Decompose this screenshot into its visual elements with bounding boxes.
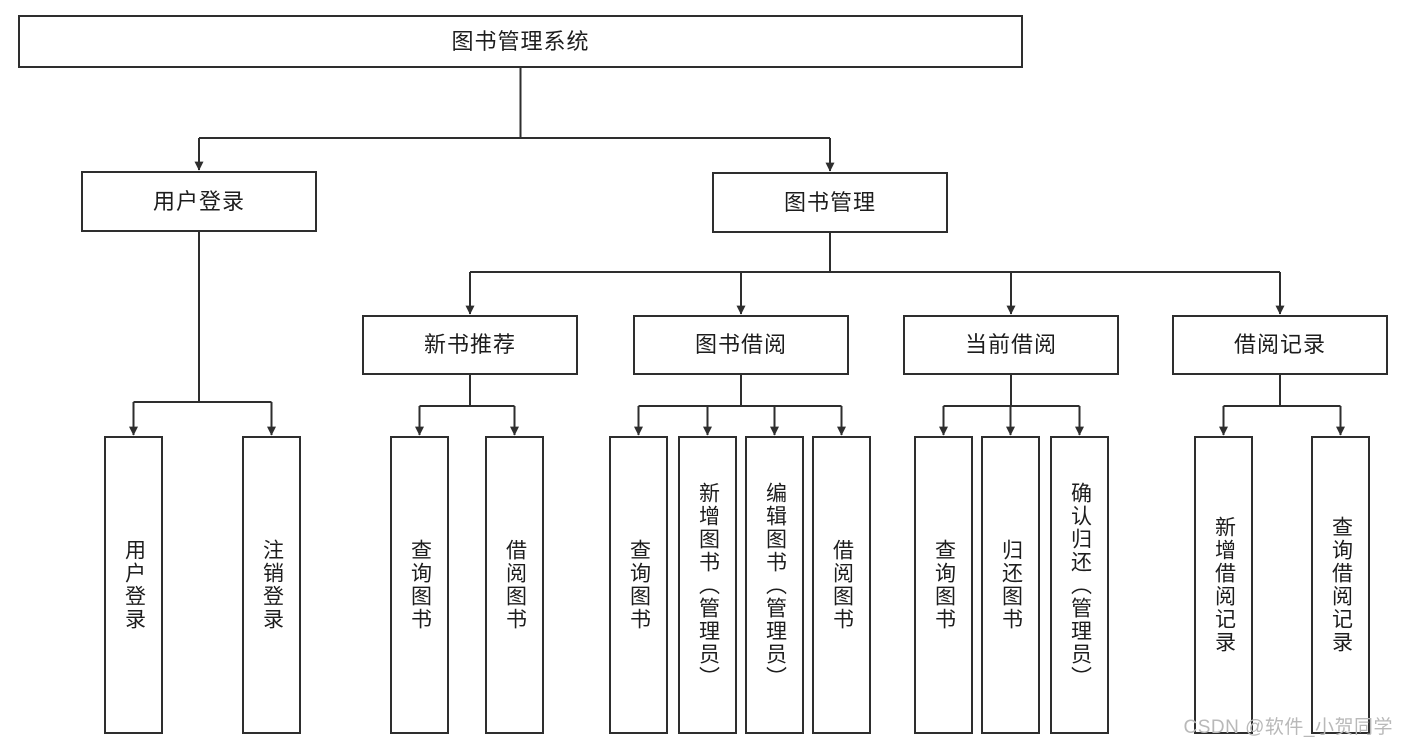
node-leaf-query-book-3[interactable]: 查询图书 <box>914 436 973 734</box>
node-label-leaf-borrow-book-1: 借阅图书 <box>503 539 527 631</box>
node-label-leaf-add-book: 新增图书（管理员） <box>696 481 720 689</box>
node-leaf-edit-book[interactable]: 编辑图书（管理员） <box>745 436 804 734</box>
node-leaf-confirm-return[interactable]: 确认归还（管理员） <box>1050 436 1109 734</box>
node-label-leaf-user-login: 用户登录 <box>122 539 146 631</box>
node-label-root: 图书管理系统 <box>451 28 590 54</box>
node-leaf-query-book-1[interactable]: 查询图书 <box>390 436 449 734</box>
node-label-leaf-query-book-3: 查询图书 <box>932 539 956 631</box>
node-label-leaf-query-record: 查询借阅记录 <box>1329 516 1353 654</box>
node-leaf-query-book-2[interactable]: 查询图书 <box>609 436 668 734</box>
node-label-current-borrow: 当前借阅 <box>964 332 1057 358</box>
node-label-user-login: 用户登录 <box>152 188 245 214</box>
node-new-book-rec[interactable]: 新书推荐 <box>362 315 578 375</box>
node-leaf-user-login[interactable]: 用户登录 <box>104 436 163 734</box>
node-leaf-user-logout[interactable]: 注销登录 <box>242 436 301 734</box>
node-label-book-borrow: 图书借阅 <box>694 332 787 358</box>
node-leaf-borrow-book-1[interactable]: 借阅图书 <box>485 436 544 734</box>
node-root[interactable]: 图书管理系统 <box>18 15 1023 68</box>
edge-layer <box>129 68 1345 436</box>
node-label-book-manage: 图书管理 <box>783 189 876 215</box>
node-leaf-query-record[interactable]: 查询借阅记录 <box>1311 436 1370 734</box>
node-label-leaf-borrow-book-2: 借阅图书 <box>830 539 854 631</box>
node-label-leaf-user-logout: 注销登录 <box>260 539 284 631</box>
node-label-borrow-record: 借阅记录 <box>1233 332 1326 358</box>
node-leaf-add-record[interactable]: 新增借阅记录 <box>1194 436 1253 734</box>
node-label-leaf-return-book: 归还图书 <box>999 539 1023 631</box>
node-leaf-return-book[interactable]: 归还图书 <box>981 436 1040 734</box>
node-leaf-add-book[interactable]: 新增图书（管理员） <box>678 436 737 734</box>
node-label-leaf-add-record: 新增借阅记录 <box>1212 516 1236 654</box>
node-label-leaf-query-book-2: 查询图书 <box>627 539 651 631</box>
node-label-leaf-confirm-return: 确认归还（管理员） <box>1068 481 1092 689</box>
node-label-leaf-query-book-1: 查询图书 <box>408 539 432 631</box>
node-label-leaf-edit-book: 编辑图书（管理员） <box>763 481 787 689</box>
node-book-borrow[interactable]: 图书借阅 <box>633 315 849 375</box>
node-book-manage[interactable]: 图书管理 <box>712 172 948 233</box>
node-user-login[interactable]: 用户登录 <box>81 171 317 232</box>
node-label-new-book-rec: 新书推荐 <box>423 332 516 358</box>
node-leaf-borrow-book-2[interactable]: 借阅图书 <box>812 436 871 734</box>
node-borrow-record[interactable]: 借阅记录 <box>1172 315 1388 375</box>
node-current-borrow[interactable]: 当前借阅 <box>903 315 1119 375</box>
